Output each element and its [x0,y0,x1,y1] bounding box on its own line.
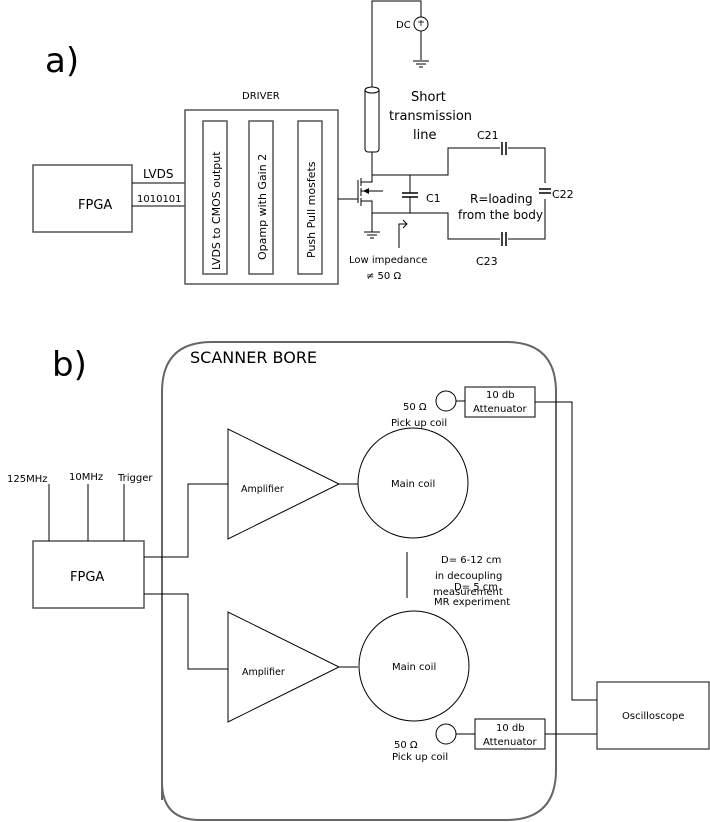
c23-label: C23 [476,255,498,268]
driver-sub-blocks: LVDS to CMOS output Opamp with Gain 2 Pu… [202,120,323,275]
tline-label-2: transmission [389,109,472,124]
pickup-coil-2 [435,723,457,745]
panel-b-label: b) [52,345,87,385]
c21-label: C21 [477,129,499,142]
attenuator-1-line2: Attenuator [473,404,528,415]
capacitor-c21-icon [500,141,508,155]
capacitor-c23-icon [500,232,508,246]
fpga-to-amp1-wire [144,483,228,558]
ground-icon [364,231,380,239]
top-rail-wire [372,147,546,183]
capacitor-c22-icon [538,186,552,196]
main-coil-1-label: Main coil [391,479,435,490]
driver-label-pushpull: Push Pull mosfets [305,161,318,258]
distance-decoupling-1: D= 6-12 cm [441,555,501,566]
bits-label: 1010101 [137,194,182,205]
driver-title: DRIVER [242,91,280,102]
input-label-trigger: Trigger [117,473,153,484]
scanner-bore [161,341,557,821]
load-label-2: from the body [458,208,543,222]
pickup-1-ohm: 50 Ω [403,402,427,413]
impedance-label-2: ≠ 50 Ω [366,271,401,282]
c1-label: C1 [426,192,441,205]
driver-label-lvds-cmos: LVDS to CMOS output [210,151,223,270]
bottom-rail-wire [372,199,546,240]
scanner-bore-title: SCANNER BORE [190,348,317,367]
input-label-125mhz: 125MHz [7,474,47,485]
tline-label-1: Short [411,90,446,105]
fpga-block-b: FPGA [32,540,145,609]
distance-decoupling-2: in decoupling [435,571,502,582]
fpga-label-b: FPGA [70,570,104,585]
impedance-arrow-icon [398,219,408,248]
amplifier-1: Amplifier [227,428,341,540]
main-coil-2-label: Main coil [392,662,436,673]
driver-block-lvds-cmos [202,120,228,275]
amplifier-1-label: Amplifier [241,484,284,495]
main-coil-1: Main coil [357,427,469,539]
main-coil-2: Main coil [358,610,470,722]
panel-a-label: a) [45,41,79,81]
attenuator-2-line1: 10 db [496,723,525,734]
gate-wire [338,180,359,200]
transmission-line-icon [364,86,380,153]
dc-supply-wire [371,0,422,88]
attenuator-2: 10 db Attenuator [474,718,546,750]
load-label-1: R=loading [470,192,533,206]
oscilloscope-label: Oscilloscope [622,711,684,722]
dc-label: DC [396,20,411,31]
amplifier-2-label: Amplifier [242,667,285,678]
input-label-10mhz: 10MHz [69,472,103,483]
fpga-label-a: FPGA [78,198,112,213]
distance-mr-2: MR experiment [434,597,510,608]
driver-block-pushpull [297,120,323,275]
pickup-coil-1 [435,390,457,412]
att1-to-scope-wire [535,401,597,701]
attenuator-1: 10 db Attenuator [464,386,536,418]
amplifier-2: Amplifier [227,611,341,723]
ground-icon [413,60,429,68]
driver-label-opamp: Opamp with Gain 2 [256,154,269,260]
fpga-block-a: FPGA [32,164,133,233]
tline-label-3: line [413,128,436,143]
fpga-to-amp2-wire [144,593,228,670]
impedance-label-1: Low impedance [349,255,427,266]
distance-mr-1: D= 5 cm [454,582,498,593]
mosfet-icon [357,152,383,230]
driver-block-opamp [248,120,274,275]
pickup-1-label: Pick up coil [391,418,447,429]
distance-decoupling-3: measurement [433,587,503,598]
attenuator-2-line2: Attenuator [483,737,538,748]
pickup-2-label: Pick up coil [392,752,448,763]
pickup-2-ohm: 50 Ω [394,740,418,751]
c22-label: C22 [552,188,574,201]
attenuator-1-line1: 10 db [486,390,515,401]
dc-source-icon [413,16,429,32]
capacitor-c1-icon [402,175,418,213]
oscilloscope-block: Oscilloscope [596,681,710,750]
lvds-label: LVDS [143,167,173,181]
